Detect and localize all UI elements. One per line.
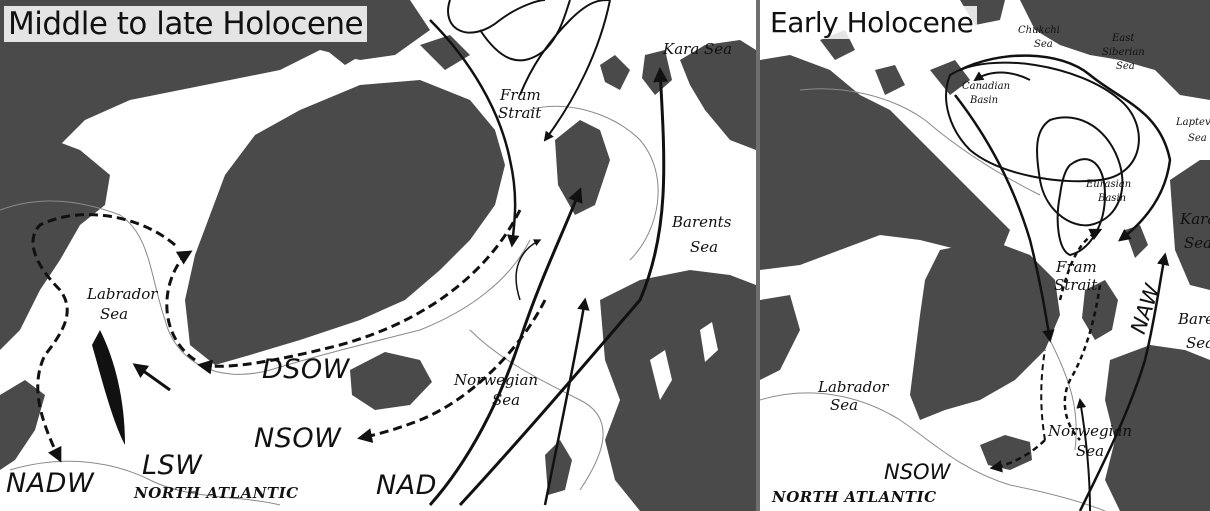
label-barents: Barents <box>1178 310 1210 328</box>
label-fram: Fram <box>1056 258 1097 276</box>
label-laptev-sea: Sea <box>1188 133 1207 144</box>
map-panel-middle-late-holocene: Middle to late Holocene Kara Sea Fram St… <box>0 0 756 511</box>
land-greenland <box>185 80 505 365</box>
label-nsow: NSOW <box>254 423 342 454</box>
label-nsow: NSOW <box>884 460 951 484</box>
label-lsw: LSW <box>142 450 203 481</box>
label-labrador-sea: Sea <box>100 305 129 323</box>
current-norwegian <box>543 297 590 506</box>
current-canadian-basin-loop <box>945 61 1140 183</box>
panel-title-left: Middle to late Holocene <box>4 6 368 42</box>
label-north-atlantic-left: NORTH ATLANTIC <box>134 484 299 502</box>
label-chukchi-sea: Sea <box>1034 39 1053 50</box>
panel-title-right: Early Holocene <box>766 6 978 39</box>
land-scandinavia <box>1105 345 1210 511</box>
current-nsow-dashed <box>357 299 547 444</box>
label-siberian-sea: Sea <box>1116 61 1135 72</box>
label-norwegian-sea: Sea <box>1076 442 1105 460</box>
label-north-atlantic-right: NORTH ATLANTIC <box>772 488 937 506</box>
land-greenland <box>910 240 1060 420</box>
map-left-graphic <box>0 0 756 511</box>
label-labrador-sea: Sea <box>830 396 859 414</box>
label-norwegian-sea: Sea <box>492 391 521 409</box>
label-strait: Strait <box>1054 276 1098 294</box>
label-canadian: Canadian <box>962 81 1011 92</box>
label-chukchi: Chukchi <box>1018 25 1060 36</box>
label-norwegian: Norwegian <box>454 371 539 389</box>
land-scandinavia <box>600 270 756 511</box>
label-eurasian-basin: Basin <box>1098 193 1127 204</box>
land-iceland <box>350 352 432 410</box>
panel-divider <box>756 0 760 511</box>
label-barents-sea: Sea <box>690 238 719 256</box>
label-kara: Kara <box>1180 210 1210 228</box>
label-strait: Strait <box>498 104 542 122</box>
map-panel-early-holocene: Early Holocene Chukchi Sea East Siberian… <box>760 0 1210 511</box>
label-fram: Fram <box>500 86 541 104</box>
label-labrador: Labrador <box>87 285 158 303</box>
label-barents-sea: Sea <box>1186 334 1210 352</box>
land-baffin-island <box>0 135 110 350</box>
current-nsow-dashed <box>989 439 1046 473</box>
current-eurasian-loop-2 <box>1056 158 1107 257</box>
label-nad: NAD <box>376 470 437 501</box>
current-transpolar-main <box>959 54 1172 242</box>
current-arctic-gyre-1 <box>447 0 546 34</box>
label-nadw: NADW <box>6 468 95 499</box>
lsw-convection-symbol <box>92 330 125 445</box>
label-kara-sea: Sea <box>1184 234 1210 252</box>
land-canada-arctic <box>0 0 430 190</box>
current-fram-south <box>954 94 1055 343</box>
label-siberian: Siberian <box>1102 47 1145 58</box>
label-east: East <box>1112 33 1135 44</box>
current-fram-south <box>429 19 520 248</box>
label-dsow: DSOW <box>262 354 350 385</box>
label-canadian-basin: Basin <box>970 95 999 106</box>
current-eurasian-loop-1 <box>1036 116 1124 227</box>
current-arctic-gyre-4 <box>543 0 611 142</box>
current-labrador-dashed <box>165 250 196 362</box>
map-right-graphic <box>760 0 1210 511</box>
label-norwegian: Norwegian <box>1048 422 1133 440</box>
current-naw <box>1078 252 1170 511</box>
current-baffin-dashed <box>31 213 176 463</box>
current-nad-east <box>458 67 669 507</box>
land-canada-arctic <box>760 55 1010 270</box>
current-norwegian-dashed <box>1063 284 1102 441</box>
label-labrador: Labrador <box>818 378 889 396</box>
label-eurasian: Eurasian <box>1086 179 1132 190</box>
current-dsow-dashed <box>197 209 522 375</box>
current-arctic-gyre-3 <box>519 0 611 96</box>
land-labrador <box>0 380 45 470</box>
label-kara-sea: Kara Sea <box>663 40 733 58</box>
label-laptev: Laptev <box>1176 117 1210 128</box>
label-barents: Barents <box>672 213 732 231</box>
